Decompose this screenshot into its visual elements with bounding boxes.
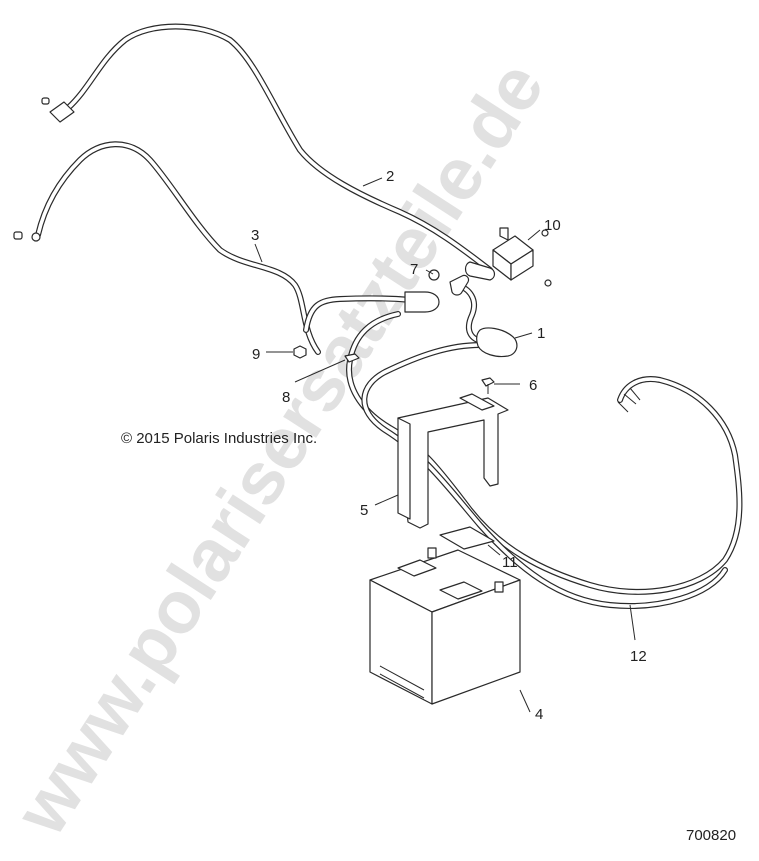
label-11 — [439, 526, 495, 550]
callout-10: 10 — [544, 217, 561, 234]
copyright-notice: © 2015 Polaris Industries Inc. — [121, 430, 317, 447]
callout-7: 7 — [410, 261, 418, 278]
cable-2-terminal — [49, 101, 75, 123]
battery-4 — [369, 547, 521, 705]
cable-3-nut — [13, 231, 23, 240]
callout-1: 1 — [537, 325, 545, 342]
cable-12 — [346, 311, 743, 609]
battery-clamp — [404, 291, 440, 313]
cable-2-boot — [464, 261, 496, 281]
callout-11: 11 — [502, 554, 518, 571]
callout-12: 12 — [630, 648, 647, 665]
bolt-6 — [481, 377, 495, 387]
callout-3: 3 — [251, 227, 259, 244]
bracket-5 — [397, 393, 509, 529]
boot-1 — [476, 327, 518, 358]
cable-3 — [35, 141, 321, 355]
cable-branch — [303, 295, 413, 333]
elbow-connector — [449, 274, 470, 296]
nut-9 — [293, 345, 307, 359]
callout-6: 6 — [529, 377, 537, 394]
cable-12-terminals — [617, 387, 641, 413]
solenoid-lead — [453, 282, 488, 345]
watermark: www.polarisersatzteile.de — [0, 47, 560, 850]
cable-2 — [65, 23, 493, 273]
callout-5: 5 — [360, 502, 368, 519]
leader-lines — [254, 177, 636, 713]
callout-4: 4 — [535, 706, 543, 723]
callout-2: 2 — [386, 168, 394, 185]
cable-2-nut — [41, 97, 50, 105]
reference-number: 700820 — [686, 827, 736, 844]
screw-8 — [344, 353, 360, 363]
callout-9: 9 — [252, 346, 260, 363]
cable-3-terminal — [31, 232, 41, 242]
callout-8: 8 — [282, 389, 290, 406]
nut-7 — [428, 269, 440, 281]
solenoid-10 — [492, 227, 552, 287]
